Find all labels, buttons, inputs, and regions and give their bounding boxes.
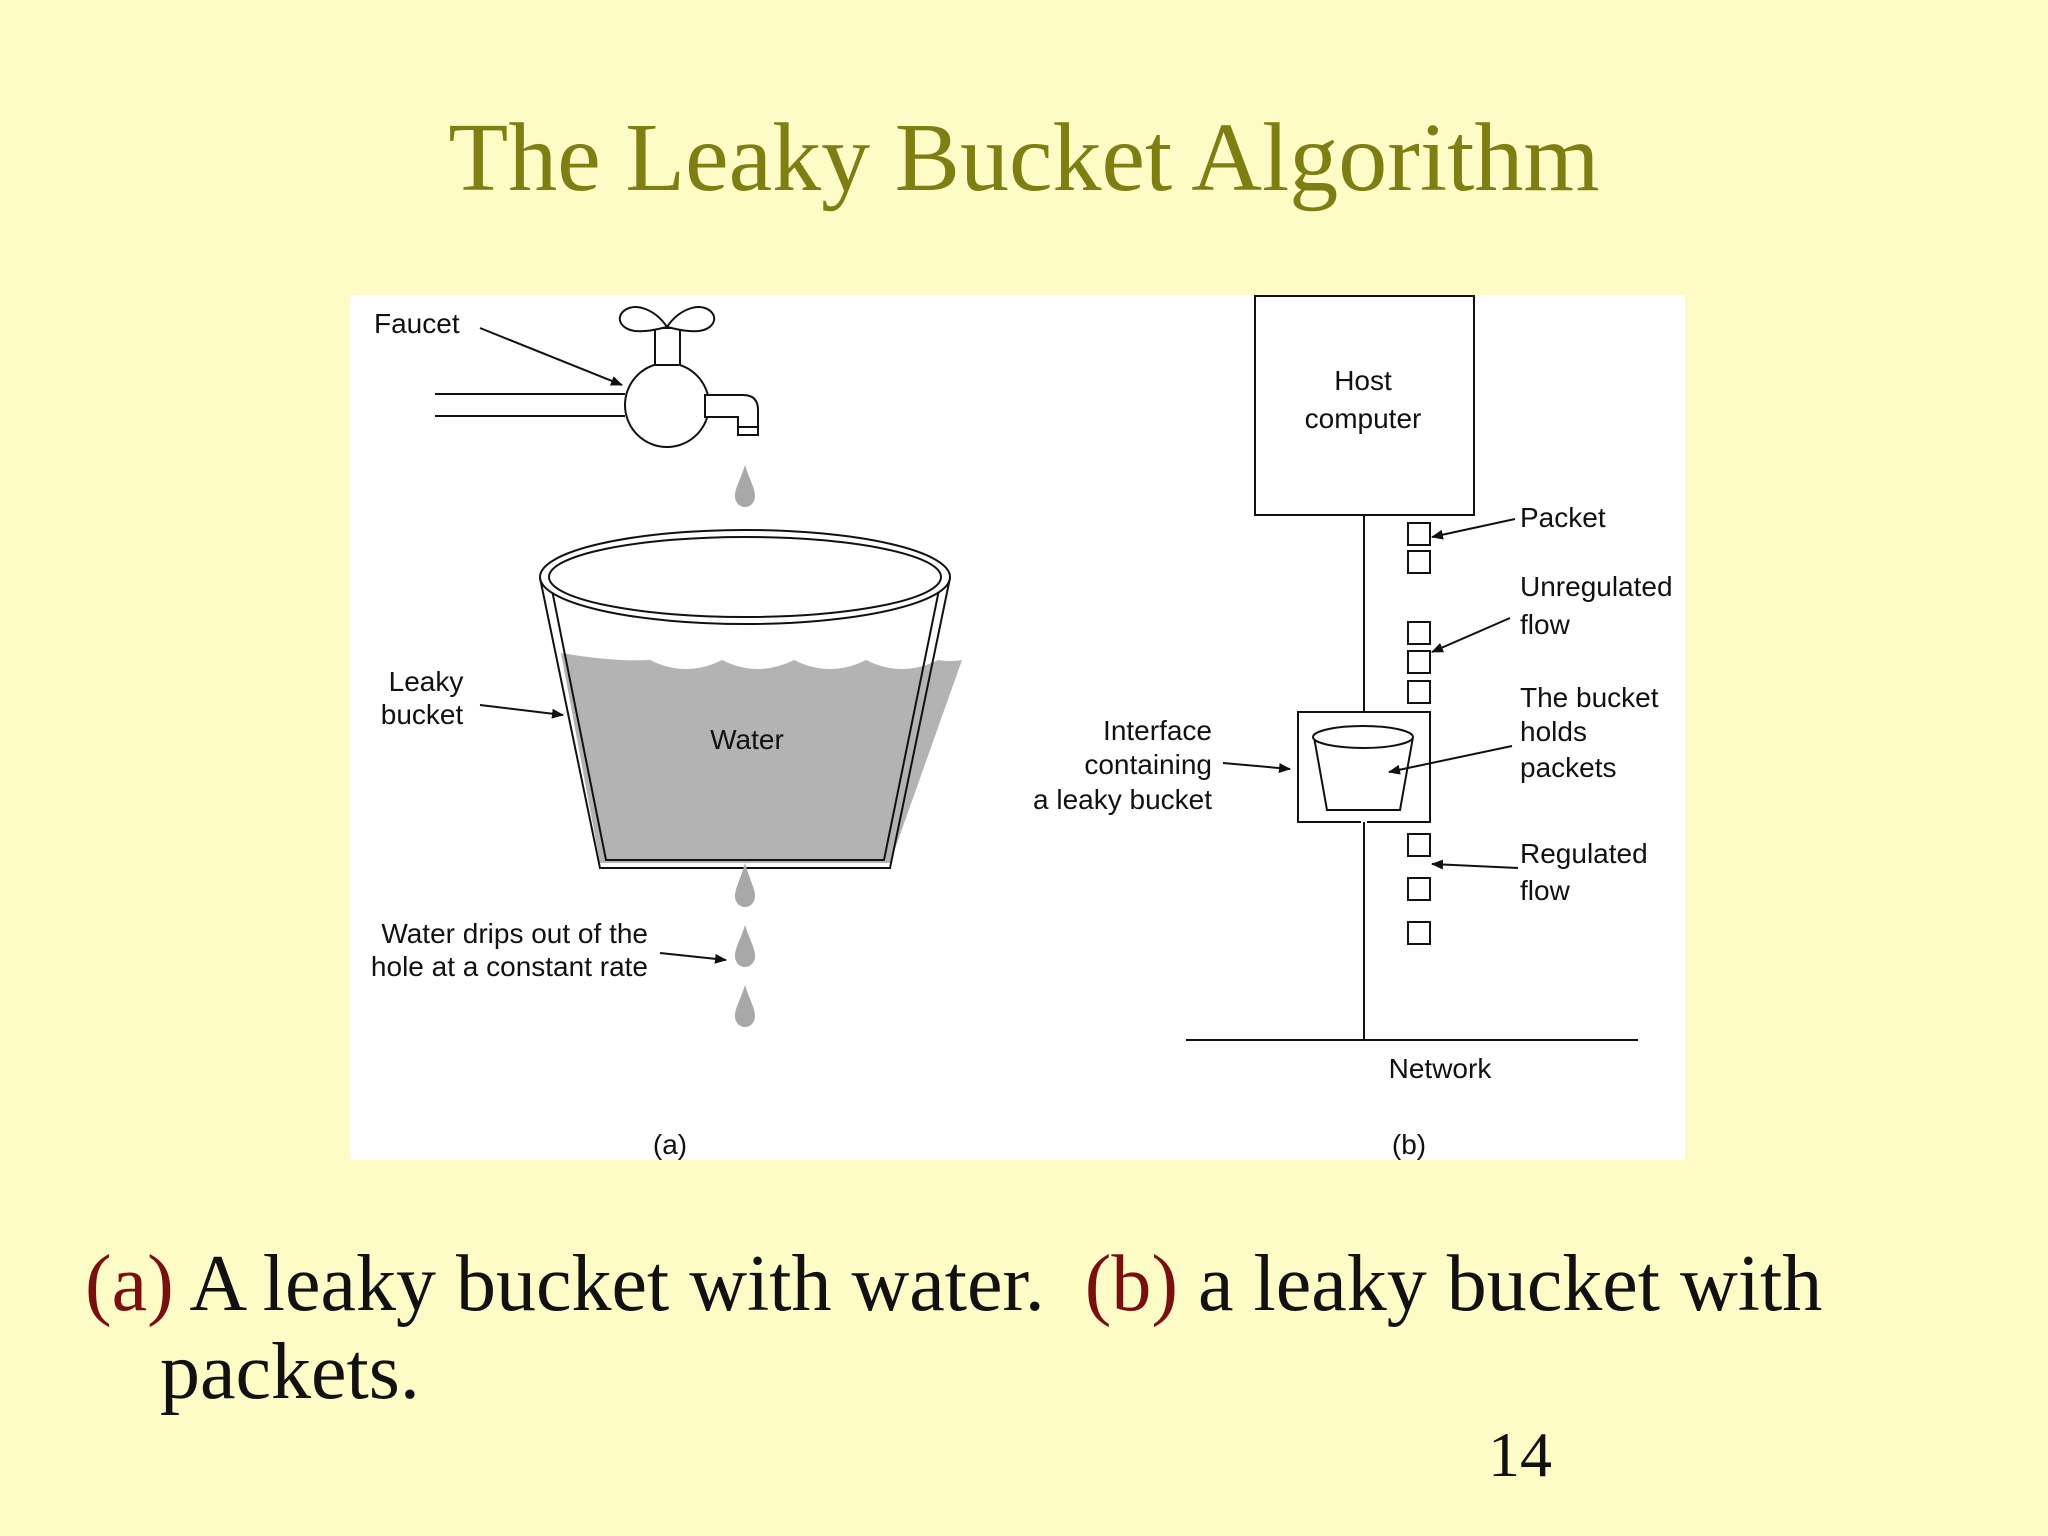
panel-a-label: (a) <box>653 1129 687 1160</box>
packet-icon <box>1407 877 1431 901</box>
slide-caption: (a) A leaky bucket with water. (b) a lea… <box>85 1240 1985 1416</box>
water-drop-icon <box>735 863 755 907</box>
water-drop-icon <box>735 985 755 1027</box>
slide-title: The Leaky Bucket Algorithm <box>448 104 1600 212</box>
water-label: Water <box>710 724 784 755</box>
water-drop-icon <box>735 465 755 507</box>
packet-arrow <box>1431 518 1516 540</box>
packet-icon <box>1407 522 1431 546</box>
bucket-holds-label: packets <box>1520 752 1617 783</box>
unregulated-arrow <box>1431 617 1511 653</box>
interface-label: a leaky bucket <box>1033 784 1212 815</box>
bucket-holds-label: The bucket <box>1520 682 1659 713</box>
regulated-label: Regulated <box>1520 838 1648 869</box>
caption-text-a: A leaky bucket with water. <box>173 1240 1085 1328</box>
caption-text-b: a leaky bucket with <box>1177 1240 1823 1328</box>
leaky-bucket-figure: Faucet Leaky bucket Water Water drips ou… <box>350 295 1685 1160</box>
faucet-arrow <box>479 327 623 386</box>
network-label: Network <box>1389 1053 1493 1084</box>
panel-a: Faucet Leaky bucket Water Water drips ou… <box>371 306 962 1160</box>
leaky-bucket-label: bucket <box>381 699 464 730</box>
packet-label: Packet <box>1520 502 1606 533</box>
host-label: computer <box>1305 403 1422 434</box>
host-computer-box <box>1254 295 1475 516</box>
bucket-icon <box>539 529 962 869</box>
interface-arrow <box>1222 762 1291 773</box>
packet-icon <box>1407 650 1431 674</box>
host-label: Host <box>1334 365 1392 396</box>
regulated-label: flow <box>1520 875 1571 906</box>
interface-label: containing <box>1084 749 1212 780</box>
packets <box>1407 522 1431 945</box>
slide-number: 14 <box>1488 1419 1552 1490</box>
caption-marker-a: (a) <box>85 1240 174 1328</box>
faucet-label: Faucet <box>374 308 460 339</box>
leaky-bucket-label: Leaky <box>389 666 464 697</box>
packet-icon <box>1407 621 1431 645</box>
panel-b: Host computer <box>1033 295 1673 1160</box>
drip-arrow <box>659 952 727 964</box>
small-bucket-icon <box>1312 725 1414 811</box>
packet-icon <box>1407 680 1431 704</box>
drip-label: Water drips out of the <box>381 918 648 949</box>
unregulated-label: flow <box>1520 609 1571 640</box>
figure-svg: Faucet Leaky bucket Water Water drips ou… <box>371 295 1673 1160</box>
regulated-arrow <box>1431 859 1519 870</box>
bucket-holds-label: holds <box>1520 716 1587 747</box>
bucket-arrow <box>479 704 564 719</box>
packet-icon <box>1407 921 1431 945</box>
panel-b-label: (b) <box>1392 1129 1426 1160</box>
water-drop-icon <box>735 925 755 967</box>
caption-marker-b: (b) <box>1084 1240 1178 1328</box>
interface-label: Interface <box>1103 715 1212 746</box>
packet-icon <box>1407 550 1431 574</box>
unregulated-label: Unregulated <box>1520 571 1673 602</box>
drip-label: hole at a constant rate <box>371 951 648 982</box>
packet-icon <box>1407 833 1431 857</box>
faucet-icon <box>435 306 759 448</box>
caption-text-line2: packets. <box>160 1328 420 1416</box>
bucket-holds-arrow <box>1388 745 1513 775</box>
